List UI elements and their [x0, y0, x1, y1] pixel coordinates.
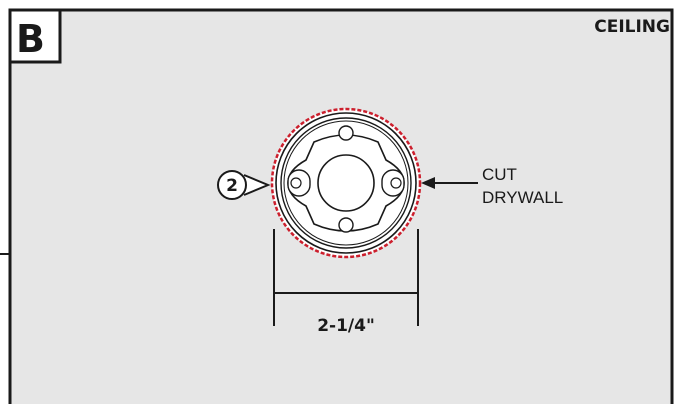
screw-hole-top	[338, 125, 354, 141]
screw-hole-bottom	[338, 217, 354, 233]
width-dimension: 2-1/4"	[273, 229, 419, 336]
step-number: 2	[226, 176, 238, 196]
dimension-label: 2-1/4"	[317, 316, 375, 336]
center-hole	[317, 154, 375, 212]
step-pointer	[243, 174, 271, 196]
callout-line-2: DRYWALL	[482, 188, 563, 207]
panel-letter: B	[16, 17, 45, 61]
plate-inner-ring-2	[283, 120, 409, 246]
panel-location-label: CEILING	[594, 17, 670, 37]
plate-inner-ring	[280, 117, 412, 249]
step-circle	[217, 170, 247, 200]
slot-left-hole	[290, 177, 302, 189]
step-badge: 2	[217, 170, 271, 200]
slot-right-hole	[390, 177, 402, 189]
panel-letter-tab	[8, 8, 62, 64]
mounting-plate	[270, 107, 422, 259]
callout-line-1: CUT	[482, 165, 517, 184]
cut-drywall-callout: CUT DRYWALL	[421, 165, 563, 207]
callout-arrowhead	[421, 177, 435, 189]
